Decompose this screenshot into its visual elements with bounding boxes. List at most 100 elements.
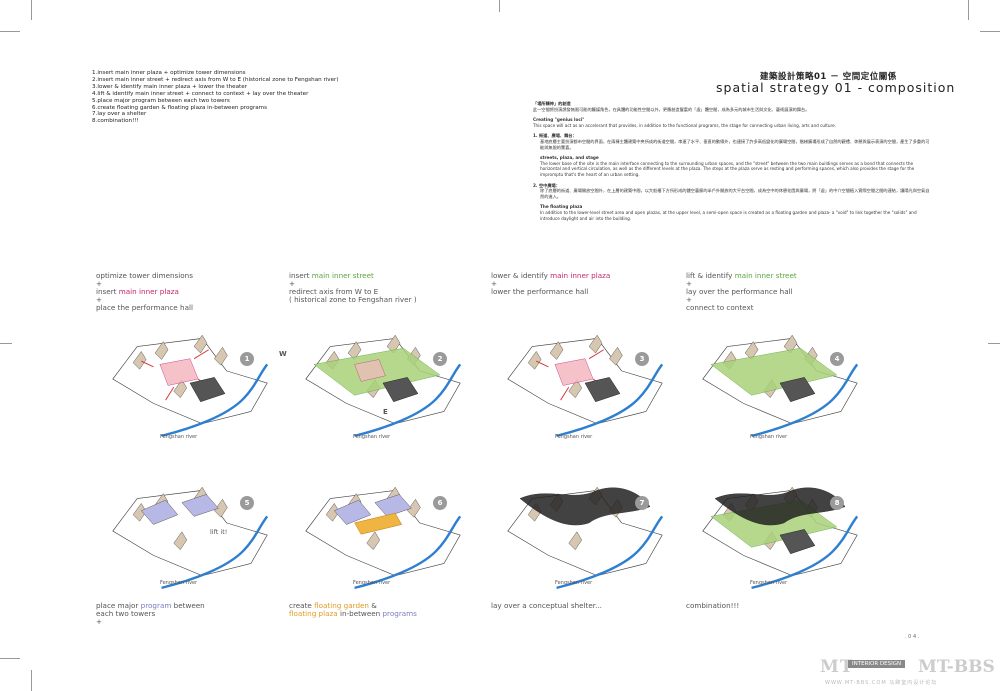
- tower-volume: [154, 341, 169, 360]
- river-line: [161, 363, 269, 438]
- genius-loci-cn-heading: 「場所精神」的創造: [533, 101, 571, 106]
- axis-west-label: W: [279, 350, 287, 358]
- direction-arrow: [536, 360, 549, 368]
- step-number-badge: 8: [830, 496, 844, 510]
- step-number-badge: 1: [240, 352, 254, 366]
- caption-segment: lower & identify: [491, 271, 551, 280]
- tower-volume: [173, 531, 188, 551]
- direction-arrow: [560, 386, 570, 401]
- watermark: MT INTERIOR DESIGN MT-BBS WWW.MT-BBS.COM…: [790, 655, 1000, 691]
- panel-caption: lay over a conceptual shelter...: [491, 602, 602, 610]
- step-number-badge: 5: [240, 496, 254, 510]
- caption-line: connect to context: [686, 304, 797, 312]
- program-volume: [140, 499, 179, 525]
- step-item: 4.lift & identify main inner street + co…: [92, 90, 309, 97]
- caption-segment: floating garden: [314, 601, 369, 610]
- river-label: Fengshan river: [160, 434, 198, 440]
- tower-volume: [132, 350, 147, 370]
- performance-hall: [382, 377, 419, 403]
- caption-line: create floating garden &: [289, 602, 417, 610]
- river-line: [751, 515, 859, 590]
- caption-segment: each two towers: [96, 609, 156, 618]
- caption-segment: ( historical zone to Fengshan river ): [289, 295, 417, 304]
- caption-segment: main inner street: [734, 271, 797, 280]
- site-outline: [507, 338, 663, 425]
- caption-segment: lower the performance hall: [491, 287, 589, 296]
- caption-segment: lay over a conceptual shelter...: [491, 601, 602, 610]
- caption-segment: lay over the performance hall: [686, 287, 793, 296]
- caption-segment: +: [686, 279, 693, 288]
- caption-line: lay over a conceptual shelter...: [491, 602, 602, 610]
- genius-loci-en-heading: Creating "genius loci": [533, 117, 585, 123]
- massing-diagram: [305, 334, 462, 438]
- performance-hall: [189, 377, 226, 403]
- watermark-bar: INTERIOR DESIGN: [848, 660, 906, 668]
- panel-caption: combination!!!: [686, 602, 739, 610]
- direction-arrow: [193, 349, 209, 360]
- section1-cn-text: 基地底層主要扮演都市空間的界面，在兩棟主體建築中央所成的街道空間，串連了水平、垂…: [540, 138, 930, 150]
- massing-diagram: [112, 334, 269, 438]
- section2-en-heading: The floating plaza: [540, 204, 583, 210]
- river-label: Fengshan river: [353, 434, 391, 440]
- caption-segment: +: [96, 295, 103, 304]
- page-number: . 0 4 .: [905, 634, 920, 640]
- section1-cn-heading: 1. 街道、廣場、舞台：: [533, 133, 577, 139]
- panel-caption: optimize tower dimensions+insert main in…: [96, 272, 193, 312]
- caption-line: place major program between: [96, 602, 205, 610]
- caption-segment: place the performance hall: [96, 303, 193, 312]
- floating-garden: [354, 512, 403, 535]
- genius-loci-en-text: This space will act as an accelerant tha…: [533, 122, 837, 128]
- river-line: [161, 515, 269, 590]
- crop-mark: [0, 658, 20, 659]
- caption-line: +: [686, 296, 797, 304]
- watermark-url: WWW.MT-BBS.COM 马蹄室内设计论坛: [825, 680, 938, 686]
- caption-line: optimize tower dimensions: [96, 272, 193, 280]
- river-label: Fengshan river: [353, 580, 391, 586]
- section1-en-text: The lower base of the site is the main i…: [540, 160, 915, 177]
- tower-volume: [193, 334, 208, 354]
- conceptual-shelter: [714, 487, 846, 526]
- crop-mark: [0, 343, 12, 344]
- river-line: [556, 363, 664, 438]
- caption-line: +: [491, 280, 610, 288]
- caption-line: +: [289, 280, 417, 288]
- tower-volume: [366, 531, 381, 551]
- steps-list: 1.insert main inner plaza + optimize tow…: [92, 70, 339, 125]
- tower-volume: [609, 346, 623, 366]
- caption-segment: programs: [382, 609, 417, 618]
- caption-segment: create: [289, 601, 315, 610]
- crop-mark: [980, 31, 1000, 32]
- caption-line: floating plaza in-between programs: [289, 610, 417, 618]
- site-outline: [112, 338, 268, 425]
- river-label: Fengshan river: [750, 580, 788, 586]
- strategy-panel-2: insert main inner street+redirect axis f…: [279, 271, 493, 440]
- title-chinese: 建築設計策略01 － 空間定位關係: [760, 72, 897, 82]
- caption-line: ( historical zone to Fengshan river ): [289, 296, 417, 304]
- description: 「場所精神」的創造 此一空間將扮演誘發無限可能的觸媒角色，在具體的功能性空間以外…: [533, 101, 933, 226]
- caption-line: place the performance hall: [96, 304, 193, 312]
- step-item: 6.create floating garden & floating plaz…: [92, 104, 268, 111]
- caption-line: lower & identify main inner plaza: [491, 272, 610, 280]
- step-item: 8.combination!!!: [92, 118, 139, 125]
- performance-hall: [584, 377, 621, 403]
- caption-line: +: [96, 280, 193, 288]
- massing-diagram: [507, 486, 664, 590]
- watermark-site: MT-BBS: [918, 657, 995, 677]
- step-item: 5.place major program between each two t…: [92, 97, 230, 104]
- caption-segment: +: [289, 279, 296, 288]
- caption-segment: main inner plaza: [118, 287, 179, 296]
- caption-segment: main inner street: [311, 271, 374, 280]
- caption-line: combination!!!: [686, 602, 739, 610]
- crop-mark: [499, 0, 500, 12]
- caption-segment: connect to context: [686, 303, 754, 312]
- strategy-panel-1: optimize tower dimensions+insert main in…: [90, 272, 300, 440]
- step-number-badge: 7: [635, 496, 649, 510]
- step-item: 3.lower & identify main inner plaza + lo…: [92, 83, 247, 90]
- caption-segment: main inner plaza: [550, 271, 611, 280]
- direction-arrow: [165, 386, 175, 401]
- caption-line: redirect axis from W to E: [289, 288, 417, 296]
- river-label: Fengshan river: [160, 580, 198, 586]
- caption-segment: floating plaza: [289, 609, 338, 618]
- tower-volume: [568, 531, 583, 551]
- strategy-panel-6: create floating garden &floating plaza i…: [283, 466, 493, 626]
